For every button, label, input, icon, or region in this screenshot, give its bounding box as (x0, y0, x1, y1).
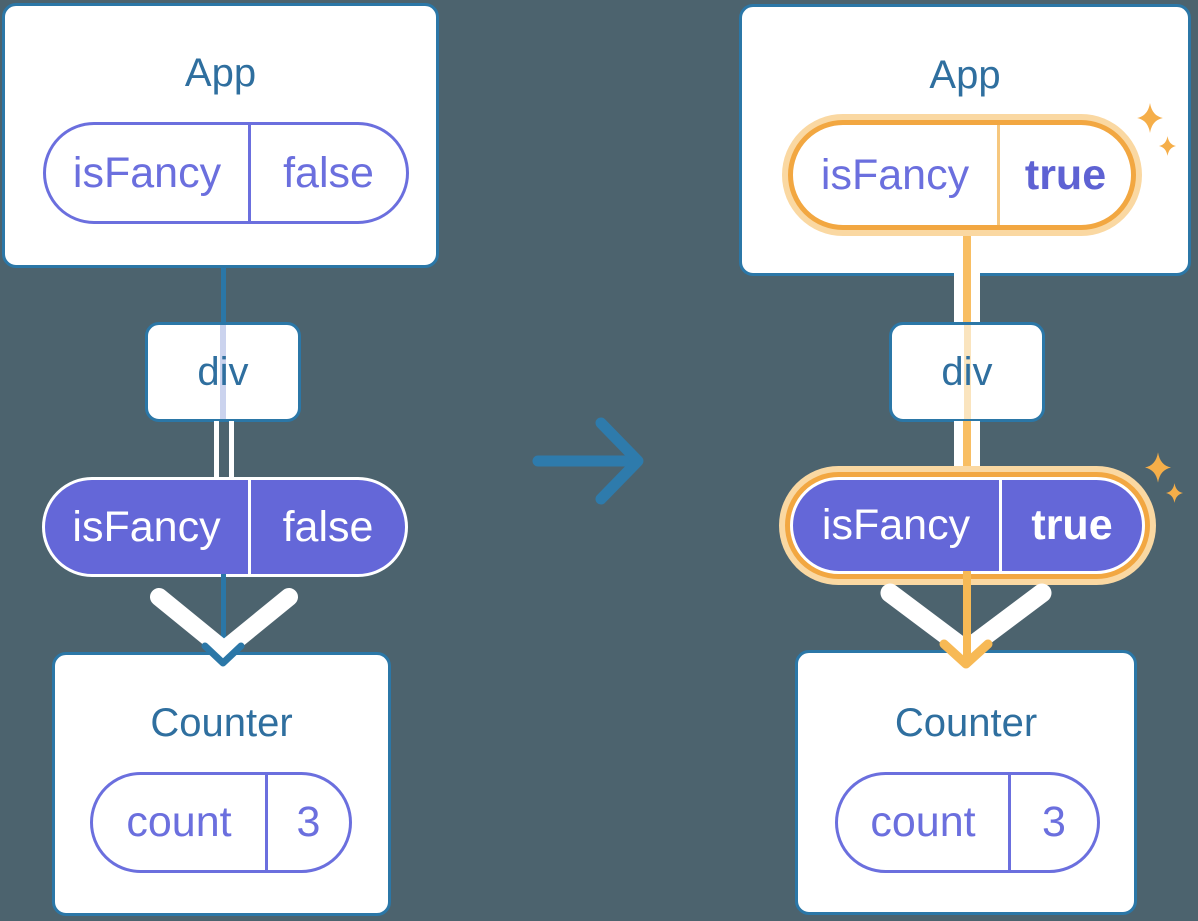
prop-pipe-rail (229, 421, 234, 478)
pill-divider (265, 775, 268, 870)
prop-value: false (282, 502, 374, 551)
state-value: true (1024, 150, 1107, 199)
counter-title: Counter (150, 701, 293, 745)
pill-divider (999, 480, 1002, 571)
state-pill-count: count 3 (835, 772, 1100, 873)
prop-value: true (1031, 501, 1113, 549)
pass-arrow-line (221, 574, 226, 658)
counter-title: Counter (894, 701, 1038, 745)
prop-pill-isfancy-highlighted: isFancy true (790, 477, 1145, 574)
arrowhead-down-icon (201, 642, 245, 667)
prop-flow-stripe (963, 421, 971, 478)
app-title: App (184, 51, 257, 95)
sparkle-icon (1166, 483, 1183, 503)
app-title: App (929, 53, 1001, 97)
state-pill-isfancy: isFancy false (43, 122, 409, 224)
sparkle-icon (1159, 136, 1176, 156)
prop-trace-line (963, 325, 971, 419)
prop-flow-stripe (963, 231, 971, 324)
prop-trace-line (220, 325, 226, 419)
transition-arrow-icon (532, 417, 644, 505)
state-key: isFancy (72, 148, 222, 197)
state-pill-isfancy-highlighted: isFancy true (788, 120, 1136, 230)
prop-key: isFancy (72, 502, 221, 551)
state-pill-count: count 3 (90, 772, 352, 873)
state-value: false (283, 148, 374, 197)
pill-divider (248, 125, 251, 221)
div-node: div (889, 322, 1045, 422)
state-key: count (126, 798, 232, 846)
render-chevron-icon (150, 588, 298, 659)
state-value: 3 (1042, 798, 1066, 846)
state-key: isFancy (820, 150, 970, 199)
prop-key: isFancy (821, 501, 971, 549)
pill-divider (248, 480, 251, 574)
div-label: div (941, 349, 993, 394)
sparkle-icon (1137, 103, 1163, 133)
state-value: 3 (296, 798, 321, 846)
arrowhead-down-icon (939, 639, 993, 669)
pill-divider (1008, 775, 1011, 870)
sparkle-icon (1145, 452, 1171, 483)
div-node: div (145, 322, 301, 422)
prop-pill-isfancy: isFancy false (42, 477, 408, 577)
tree-connector-line (221, 266, 226, 324)
pill-divider (997, 125, 1000, 225)
div-label: div (197, 349, 249, 394)
state-key: count (870, 798, 976, 846)
pass-arrow-line (963, 571, 971, 660)
prop-pipe-rail (214, 421, 219, 478)
